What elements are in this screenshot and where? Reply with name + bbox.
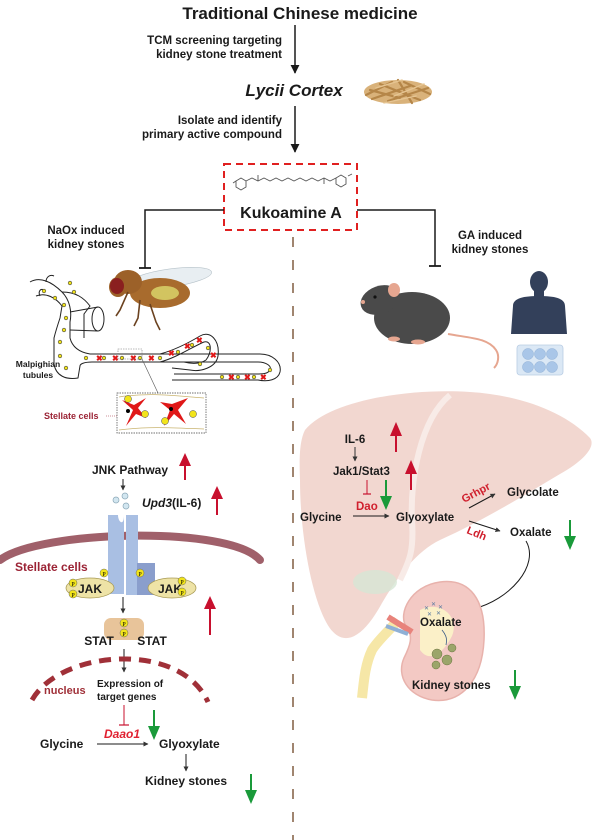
svg-text:✕: ✕ [424, 606, 429, 612]
zoom-connector [141, 358, 159, 394]
membrane-stellate-label: Stellate cells [15, 560, 88, 574]
svg-text:✖: ✖ [130, 354, 137, 363]
svg-text:✕: ✕ [427, 612, 432, 618]
phospho-icon: P [102, 572, 106, 578]
svg-text:✖: ✖ [210, 351, 217, 360]
oxalate-to-kidney-arrow [472, 540, 530, 611]
receptor-icon [108, 515, 155, 595]
svg-text:✖: ✖ [260, 373, 267, 382]
svg-text:✖: ✖ [168, 349, 175, 358]
daao1-down-arrow-icon [148, 726, 160, 740]
nucleus-label: nucleus [44, 685, 86, 697]
human-icon [511, 271, 567, 334]
jak-left: JAK P P P [65, 568, 115, 599]
svg-text:✖: ✖ [96, 354, 103, 363]
svg-text:✖: ✖ [244, 373, 251, 382]
phospho-icon: P [138, 572, 142, 578]
stat-left: STAT [84, 634, 114, 648]
upd3-gene: Upd3 [142, 496, 172, 510]
right-model-line1: GA induced [458, 230, 522, 242]
jak-left-label: JAK [78, 582, 102, 596]
jnk-pathway: JNK Pathway [92, 463, 168, 477]
phospho-icon: P [122, 632, 126, 638]
step1-label-line1: TCM screening targeting [147, 35, 282, 47]
glycolate-label: Glycolate [507, 487, 559, 499]
cell-culture-plate-icon [516, 344, 564, 376]
left-outcome: Kidney stones [145, 774, 227, 788]
dao-enzyme: Dao [356, 501, 378, 513]
tubule-principal-cells [41, 280, 273, 380]
right-outcome: Kidney stones [412, 680, 491, 692]
drosophila-icon [109, 267, 212, 331]
title: Traditional Chinese medicine [182, 4, 417, 23]
chemical-structure-icon [232, 173, 353, 191]
kidney-illustration: ✕✕✕✕✕ [357, 580, 485, 702]
right-model-line2: kidney stones [452, 244, 529, 256]
compound-name: Kukoamine A [240, 205, 342, 222]
oxalate-label: Oxalate [510, 527, 552, 539]
svg-text:✕: ✕ [438, 605, 443, 611]
upd3-ligand-icon [112, 492, 130, 510]
phospho-icon: P [180, 580, 184, 586]
step2-label-line1: Isolate and identify [178, 115, 283, 127]
upd3-suffix: (IL-6) [172, 496, 201, 510]
right-glyoxylate: Glyoxylate [396, 512, 454, 524]
left-model-line2: kidney stones [48, 239, 125, 251]
liver-illustration [299, 391, 592, 639]
right-stones-down-arrow-icon [509, 686, 521, 700]
stellate-cells-zoom-box [116, 392, 207, 434]
tubule-stellate-cells: ✖ ✖ ✖ ✖ ✖ ✖ ✖ ✖ ✖ ✖ ✖ [96, 336, 267, 382]
jak-stat-label: Jak1/Stat3 [333, 466, 390, 478]
left-glyoxylate: Glyoxylate [159, 737, 220, 751]
nucleus-envelope [29, 656, 211, 704]
il6-up-arrow-icon [390, 422, 402, 436]
step1-label-line2: kidney stone treatment [156, 49, 282, 61]
step2-label-line2: primary active compound [142, 129, 282, 141]
svg-text:✖: ✖ [184, 342, 191, 351]
left-glycine: Glycine [40, 737, 84, 751]
right-inhibit-line [357, 209, 436, 266]
malpighian-label-line2: tubules [23, 370, 53, 380]
upd3-up-arrow-icon [211, 486, 223, 499]
phospho-icon: P [180, 591, 184, 597]
kidney-oxalate-label: Oxalate [420, 617, 462, 629]
glyoxylate-to-oxalate-arrow [468, 520, 501, 532]
herb-name: Lycii Cortex [245, 81, 344, 100]
glyoxylate-to-glycolate-arrow [468, 493, 496, 509]
right-glycine: Glycine [300, 512, 342, 524]
stellate-cells-callout: Stellate cells [44, 411, 99, 421]
ldh-enzyme: Ldh [465, 525, 488, 544]
svg-text:✖: ✖ [148, 354, 155, 363]
expression-line2: target genes [97, 692, 157, 703]
jak-right-label: JAK [158, 582, 182, 596]
malpighian-label-line1: Malpighian [16, 359, 60, 369]
expression-line1: Expression of [97, 679, 164, 690]
left-stones-down-arrow-icon [245, 790, 257, 804]
phospho-icon: P [122, 622, 126, 628]
svg-text:✕: ✕ [431, 602, 436, 608]
zoom-source-box [117, 348, 143, 360]
jnk-up-arrow-icon [179, 453, 191, 466]
left-inhibit-line [144, 209, 224, 268]
svg-text:✖: ✖ [196, 336, 203, 345]
daao1-enzyme: Daao1 [104, 727, 140, 741]
jak-right: JAK P P P [135, 568, 197, 599]
phospho-icon: P [71, 582, 75, 588]
stat-right: STAT [137, 634, 167, 648]
il6-label: IL-6 [345, 434, 365, 446]
svg-text:✕: ✕ [436, 611, 441, 617]
phospho-icon: P [71, 593, 75, 599]
dao-down-arrow-icon [380, 496, 392, 510]
compound-box [223, 163, 358, 231]
svg-text:✖: ✖ [228, 373, 235, 382]
left-model-line1: NaOx induced [47, 225, 124, 237]
upd3-label: Upd3(IL-6) [142, 496, 201, 510]
lycii-cortex-image [364, 78, 432, 105]
jak-up-arrow-icon [204, 596, 216, 609]
jakstat-up-arrow-icon [405, 460, 417, 474]
mouse-icon [360, 283, 500, 369]
svg-text:✖: ✖ [112, 354, 119, 363]
oxalate-down-arrow-icon [564, 536, 576, 550]
